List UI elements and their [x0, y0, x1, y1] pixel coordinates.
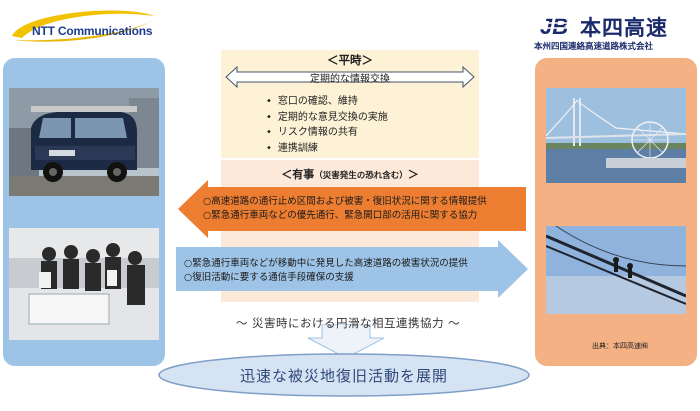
info-to-ntt-item: ○緊急通行車両などの優先通行、緊急開口部の活用に関する協力 [203, 210, 478, 221]
down-arrow-icon [307, 324, 385, 358]
emergency-title-main: ＜有事 [281, 168, 315, 181]
cooperation-text: ～ 災害時における円滑な相互連携協力 ～ [235, 316, 461, 330]
jb-mark-icon: JB [538, 14, 578, 38]
ntt-communications-logo: NTT Communications [4, 6, 174, 50]
info-to-honshi-item: ○復旧活動に要する通信手段確保の支援 [184, 272, 354, 283]
vehicle-photo [9, 88, 159, 196]
emergency-title-end: ＞ [407, 168, 419, 181]
hs-logo-name: 本四高速 [580, 16, 668, 40]
goal-text: 迅速な被災地復旧活動を展開 [239, 367, 448, 385]
list-item: 連携訓練 [266, 141, 388, 157]
ntt-swoosh-icon [12, 10, 154, 42]
info-to-honshi-item: ○緊急通行車両などが移動中に発見した高速道路の被害状況の提供 [184, 258, 468, 269]
peacetime-title: ＜平時＞ [327, 53, 373, 67]
list-item: 定期的な意見交換の実施 [266, 110, 388, 126]
cable-maintenance-photo [546, 226, 686, 314]
exchange-label: 定期的な情報交換 [310, 74, 390, 85]
right-blue-arrow [176, 240, 528, 298]
emergency-title-note: （災害発生の恐れ含む） [314, 171, 408, 181]
bridge-photo [546, 88, 686, 183]
meeting-photo [9, 228, 159, 340]
emergency-title: ＜有事（災害発生の恐れ含む）＞ [0, 166, 700, 182]
left-orange-arrow [178, 180, 526, 238]
double-arrow-icon [225, 66, 475, 88]
goal-ellipse: 迅速な被災地復旧活動を展開 [157, 352, 531, 398]
list-item: 窓口の確認、維持 [266, 94, 388, 110]
peacetime-list: 窓口の確認、維持 定期的な意見交換の実施 リスク情報の共有 連携訓練 [266, 94, 388, 156]
honshi-logo: JB 本四高速 本州四国連絡高速道路株式会社 [528, 12, 698, 54]
photo-credit: 出典：本四高速㈱ [592, 342, 648, 350]
ntt-logo-text: NTT Communications [32, 24, 153, 38]
info-to-ntt-item: ○高速道路の通行止め区間および被害・復旧状況に関する情報提供 [203, 196, 487, 207]
list-item: リスク情報の共有 [266, 125, 388, 141]
hs-logo-subtitle: 本州四国連絡高速道路株式会社 [534, 42, 654, 52]
peacetime-content: ＜平時＞ 定期的な情報交換 窓口の確認、維持 定期的な意見交換の実施 リスク情報… [221, 50, 479, 158]
